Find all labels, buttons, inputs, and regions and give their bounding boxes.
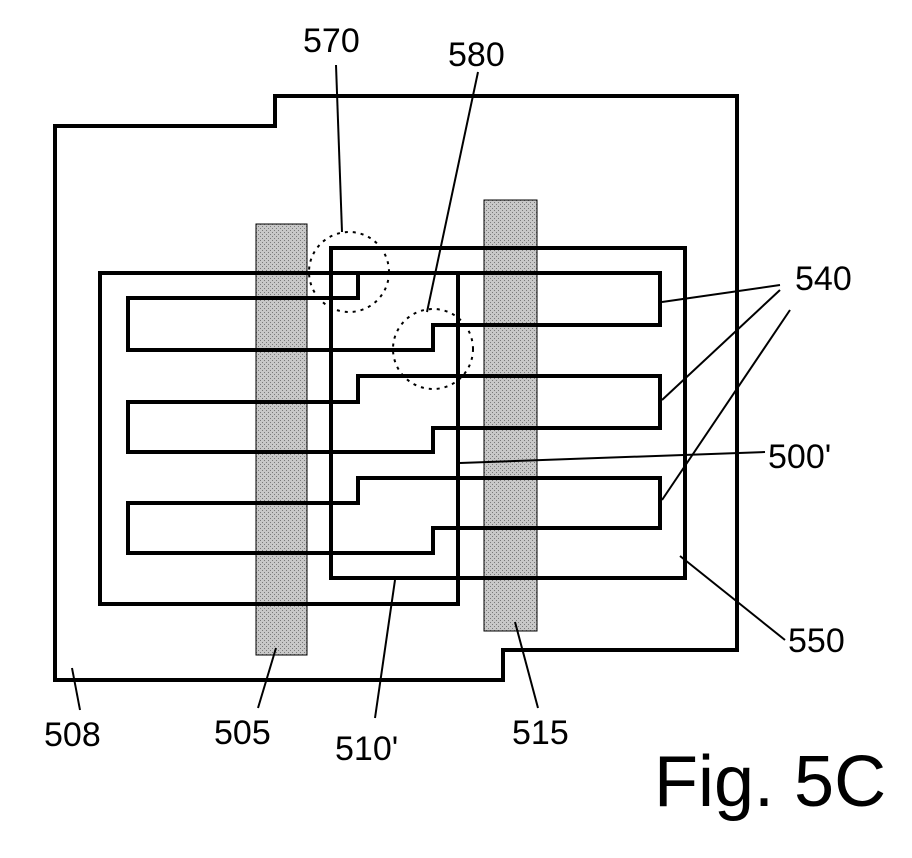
leader-580 bbox=[427, 72, 478, 312]
label-508: 508 bbox=[44, 716, 101, 754]
leader-508 bbox=[72, 668, 80, 710]
bar-505 bbox=[256, 224, 307, 655]
label-570: 570 bbox=[303, 22, 360, 60]
leader-510p bbox=[375, 580, 395, 718]
substrate-outline-508 bbox=[55, 96, 737, 680]
bar-515 bbox=[484, 200, 537, 631]
label-500p: 500' bbox=[768, 438, 831, 476]
figure-caption: Fig. 5C bbox=[654, 742, 886, 822]
leader-550 bbox=[680, 556, 785, 640]
leader-540-a bbox=[662, 285, 780, 302]
label-510p: 510' bbox=[335, 730, 398, 768]
label-505: 505 bbox=[214, 714, 271, 752]
label-550: 550 bbox=[788, 622, 845, 660]
leader-540-b bbox=[662, 290, 780, 400]
label-540: 540 bbox=[795, 260, 852, 298]
leader-515 bbox=[515, 622, 538, 708]
label-515: 515 bbox=[512, 714, 569, 752]
leader-570 bbox=[336, 65, 342, 232]
label-580: 580 bbox=[448, 36, 505, 74]
finger-overlay bbox=[100, 248, 685, 604]
